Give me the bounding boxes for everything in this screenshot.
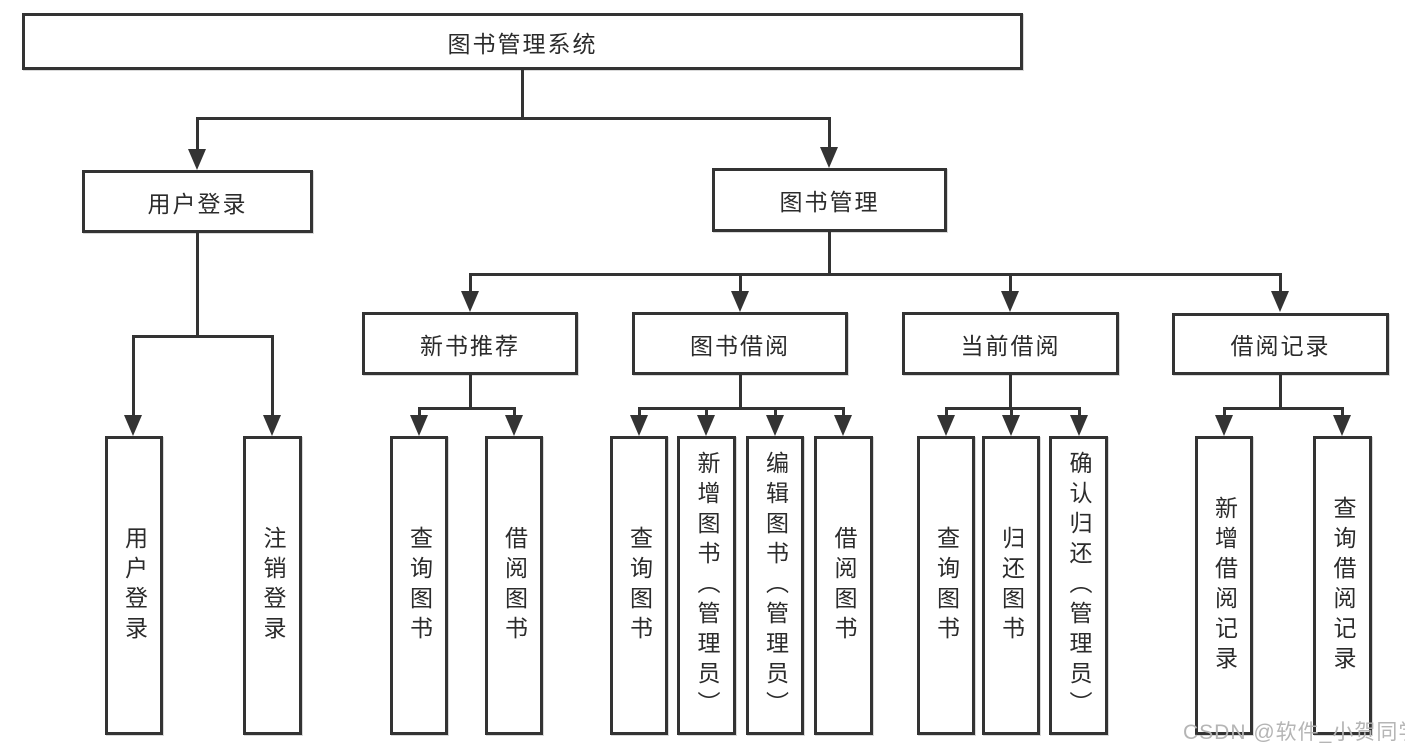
leaf-borrow-books: 借阅图书 [814, 436, 873, 735]
connector-rail [419, 407, 516, 410]
connector-stem [196, 233, 199, 335]
connector-stub [1223, 407, 1226, 417]
connector-stub [828, 117, 831, 150]
leaf-query-books-current: 查询图书 [917, 436, 975, 735]
connector-stub [271, 335, 274, 417]
arrow-down-icon [834, 415, 852, 436]
connector-stub [705, 407, 708, 417]
leaf-label: 归还图书 [998, 525, 1025, 646]
connector-stub [842, 407, 845, 417]
arrow-down-icon [1001, 291, 1019, 312]
connector-stem [739, 375, 742, 407]
connector-stem [1009, 375, 1012, 407]
connector-stub [513, 407, 516, 417]
connector-root-rail [197, 117, 831, 120]
arrow-down-icon [505, 415, 523, 436]
leaf-return-books: 归还图书 [982, 436, 1040, 735]
node-label: 图书借阅 [690, 332, 790, 359]
node-library-management-system: 图书管理系统 [22, 13, 1023, 70]
connector-rail [639, 407, 845, 410]
leaf-label: 查询借阅记录 [1330, 495, 1356, 676]
connector-stub [739, 273, 742, 294]
leaf-label: 新增图书（管理员） [694, 450, 720, 721]
connector-stub [1279, 273, 1282, 294]
leaf-label: 编辑图书（管理员） [762, 450, 789, 721]
node-user-login: 用户登录 [82, 170, 313, 233]
node-label: 图书管理系统 [447, 30, 598, 57]
node-new-book-recommendation: 新书推荐 [362, 312, 578, 375]
leaf-label: 注销登录 [260, 525, 286, 646]
connector-stub [469, 273, 472, 294]
connector-stub [196, 117, 199, 152]
leaf-add-books-admin: 新增图书（管理员） [677, 436, 736, 735]
connector-stem [1279, 375, 1282, 407]
connector-stub [1009, 273, 1012, 294]
node-borrowing-records: 借阅记录 [1172, 313, 1389, 375]
leaf-label: 查询图书 [933, 525, 960, 646]
connector-rail [470, 273, 1282, 276]
arrow-down-icon [1333, 415, 1351, 436]
arrow-down-icon [188, 149, 206, 170]
arrow-down-icon [766, 415, 784, 436]
leaf-label: 借阅图书 [831, 525, 857, 646]
arrow-down-icon [461, 291, 479, 312]
node-label: 用户登录 [147, 190, 248, 217]
connector-stub [774, 407, 777, 417]
leaf-label: 查询图书 [406, 525, 433, 646]
connector-stem [469, 375, 472, 407]
arrow-down-icon [697, 415, 715, 436]
arrow-down-icon [124, 415, 142, 436]
leaf-edit-books-admin: 编辑图书（管理员） [746, 436, 804, 735]
arrow-down-icon [410, 415, 428, 436]
node-label: 借阅记录 [1230, 333, 1331, 359]
connector-stub [638, 407, 641, 417]
arrow-down-icon [1002, 415, 1020, 436]
connector-stub [132, 335, 135, 417]
leaf-label: 查询图书 [626, 525, 653, 646]
arrow-down-icon [263, 415, 281, 436]
node-label: 图书管理 [779, 189, 880, 215]
leaf-label: 借阅图书 [501, 525, 528, 646]
node-current-borrowing: 当前借阅 [902, 312, 1119, 375]
arrow-down-icon [1215, 415, 1233, 436]
connector-stub [1078, 407, 1081, 417]
leaf-label: 用户登录 [121, 525, 148, 646]
csdn-watermark: CSDN @软件_小贺同学 [1183, 721, 1405, 744]
leaf-query-borrow-record: 查询借阅记录 [1313, 436, 1372, 735]
leaf-user-login: 用户登录 [105, 436, 163, 735]
arrow-down-icon [1070, 415, 1088, 436]
connector-stub [1010, 407, 1013, 417]
node-book-borrowing: 图书借阅 [632, 312, 848, 375]
connector-rail [133, 335, 274, 338]
leaf-borrow-books-recommend: 借阅图书 [485, 436, 543, 735]
connector-stub [1341, 407, 1344, 417]
connector-stem [828, 232, 831, 273]
connector-rail [946, 407, 1081, 410]
leaf-logout: 注销登录 [243, 436, 302, 735]
leaf-query-books-borrowing: 查询图书 [610, 436, 668, 735]
connector-stub [945, 407, 948, 417]
leaf-label: 新增借阅记录 [1211, 495, 1238, 676]
connector-rail [1224, 407, 1344, 410]
leaf-query-books-recommend: 查询图书 [390, 436, 448, 735]
node-label: 新书推荐 [420, 332, 520, 359]
leaf-label: 确认归还（管理员） [1066, 450, 1092, 721]
leaf-confirm-return-admin: 确认归还（管理员） [1049, 436, 1108, 735]
connector-root-stem [521, 70, 524, 117]
arrow-down-icon [630, 415, 648, 436]
leaf-add-borrow-record: 新增借阅记录 [1195, 436, 1253, 735]
arrow-down-icon [937, 415, 955, 436]
arrow-down-icon [731, 291, 749, 312]
connector-stub [418, 407, 421, 417]
arrow-down-icon [1271, 291, 1289, 312]
node-label: 当前借阅 [960, 332, 1061, 359]
node-book-management: 图书管理 [712, 168, 947, 232]
arrow-down-icon [820, 147, 838, 168]
